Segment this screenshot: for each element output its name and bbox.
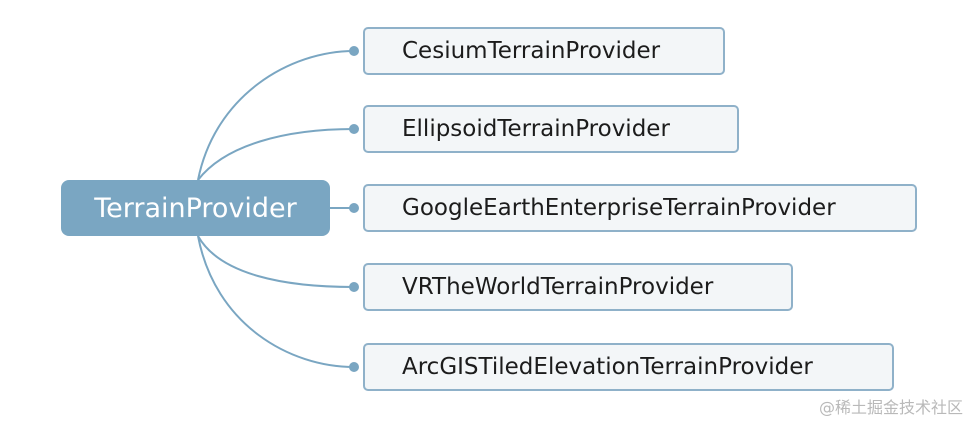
child-node-ellipsoid[interactable]: EllipsoidTerrainProvider [363, 105, 739, 153]
connector-ellipsoid [197, 128, 355, 181]
connector-dot-arcgis [349, 362, 359, 372]
connector-cesium [197, 50, 355, 181]
connector-vrtheworld [197, 235, 355, 288]
child-node-arcgis-tiled-elevation[interactable]: ArcGISTiledElevationTerrainProvider [363, 343, 894, 391]
child-node-label: EllipsoidTerrainProvider [402, 116, 670, 142]
child-node-label: VRTheWorldTerrainProvider [402, 274, 714, 300]
child-node-label: GoogleEarthEnterpriseTerrainProvider [402, 195, 836, 221]
child-node-cesium[interactable]: CesiumTerrainProvider [363, 27, 725, 75]
connector-dot-cesium [349, 46, 359, 56]
child-node-label: CesiumTerrainProvider [402, 38, 661, 64]
root-node-label: TerrainProvider [94, 192, 297, 224]
connector-dot-ellipsoid [349, 124, 359, 134]
watermark-text: @稀土掘金技术社区 [818, 398, 963, 417]
child-node-vrtheworld[interactable]: VRTheWorldTerrainProvider [363, 263, 793, 311]
child-node-label: ArcGISTiledElevationTerrainProvider [402, 354, 813, 380]
connector-arcgis [197, 235, 355, 368]
connector-dot-vrtheworld [349, 282, 359, 292]
child-node-google-earth-enterprise[interactable]: GoogleEarthEnterpriseTerrainProvider [363, 184, 917, 232]
connector-dot-google-earth [349, 203, 359, 213]
root-node-terrain-provider[interactable]: TerrainProvider [61, 180, 330, 236]
